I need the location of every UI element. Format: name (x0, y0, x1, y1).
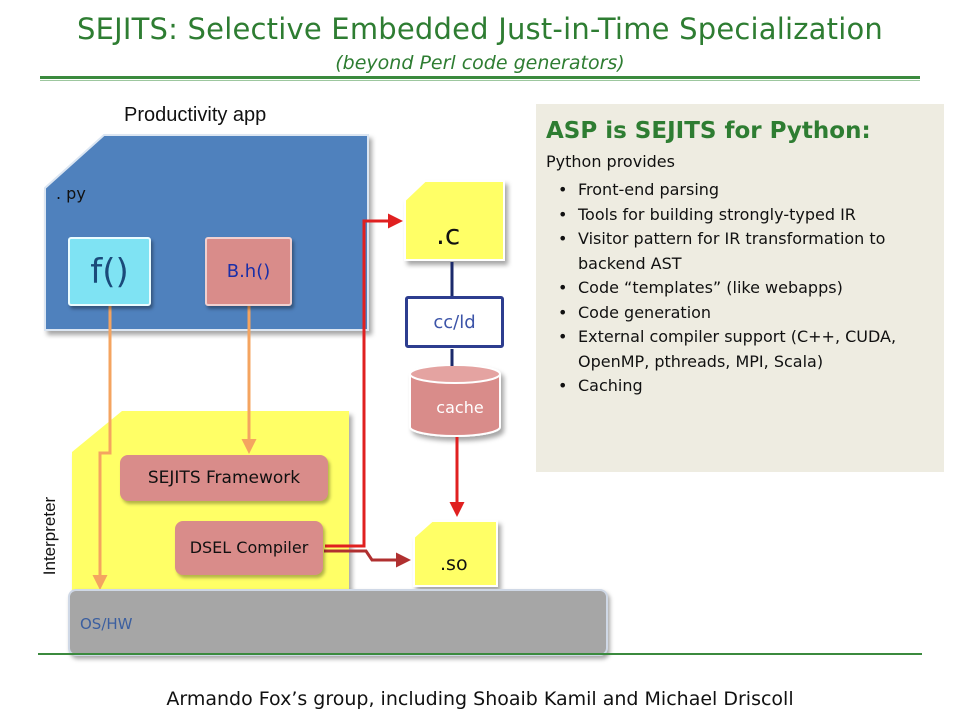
dsel-to-c-arrow (325, 213, 403, 548)
asp-feature-item: Code “templates” (like webapps) (556, 276, 938, 301)
asp-panel-title: ASP is SEJITS for Python: (546, 118, 871, 144)
c-file-label: .c (436, 218, 461, 251)
cache-label: cache (436, 398, 484, 417)
asp-feature-list: Front-end parsing Tools for building str… (556, 178, 938, 399)
slide-subtitle: (beyond Perl code generators) (335, 52, 625, 74)
os-hw-bar (68, 589, 608, 656)
c-file-card (404, 180, 505, 261)
title-divider-thin (40, 80, 920, 81)
footer-divider (38, 653, 922, 655)
sejits-framework-box: SEJITS Framework (120, 455, 328, 501)
py-file-label: . py (56, 184, 86, 203)
os-hw-label: OS/HW (80, 615, 133, 633)
asp-feature-item: Visitor pattern for IR transformation to… (556, 227, 938, 276)
asp-feature-item: Front-end parsing (556, 178, 938, 203)
interpreter-label: Interpreter (40, 496, 59, 576)
f-function-box: f() (68, 237, 151, 306)
slide-title: SEJITS: Selective Embedded Just-in-Time … (77, 12, 883, 46)
cache-cylinder (409, 364, 501, 437)
asp-feature-item: Code generation (556, 301, 938, 326)
so-file-card (413, 520, 498, 587)
cc-ld-box: cc/ld (405, 296, 504, 348)
asp-feature-item: Tools for building strongly-typed IR (556, 203, 938, 228)
so-file-label: .so (440, 553, 468, 575)
dsel-to-so-arrow (324, 549, 411, 568)
asp-panel-subtitle: Python provides (546, 152, 675, 171)
asp-feature-item: External compiler support (C++, CUDA, Op… (556, 325, 938, 374)
footer-credit: Armando Fox’s group, including Shoaib Ka… (166, 688, 794, 710)
dsel-compiler-box: DSEL Compiler (175, 521, 323, 575)
bh-function-box: B.h() (205, 237, 292, 306)
title-divider (40, 76, 920, 79)
productivity-app-label: Productivity app (124, 104, 267, 126)
f-to-oshw-arrow (92, 306, 112, 590)
asp-feature-item: Caching (556, 374, 938, 399)
